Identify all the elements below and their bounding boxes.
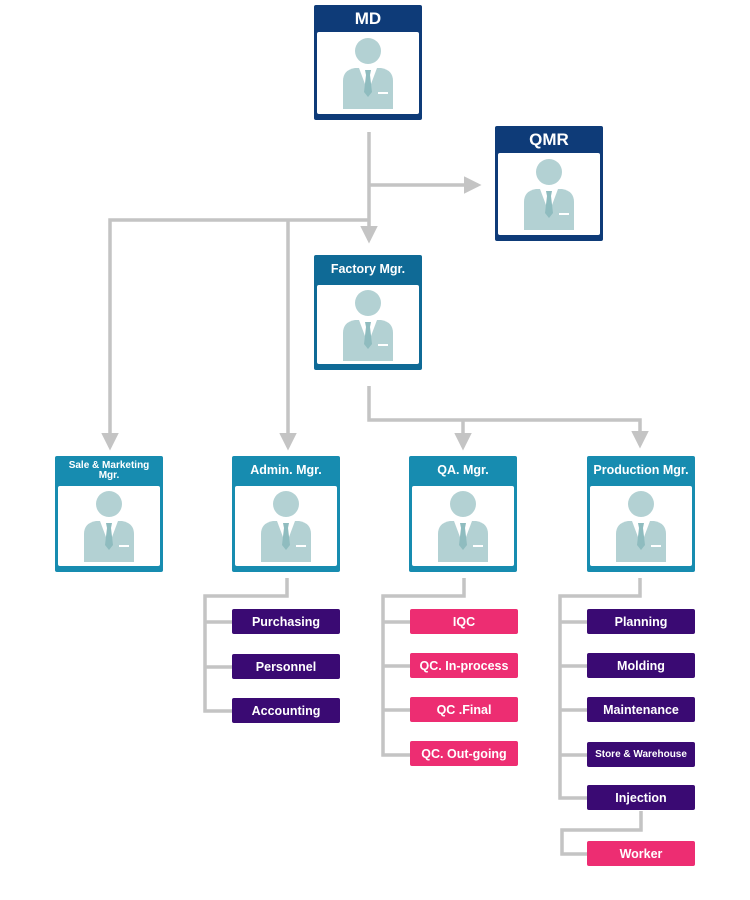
qmr-photo [498,153,600,235]
md-card: MD [314,5,422,120]
unit-iqc: IQC [410,609,518,634]
unit-personnel: Personnel [232,654,340,679]
qa-photo [412,486,514,566]
unit-planning: Planning [587,609,695,634]
unit-injection: Injection [587,785,695,810]
md-photo [317,32,419,114]
unit-purchasing: Purchasing [232,609,340,634]
admin-title: Admin. Mgr. [250,463,322,478]
md-title: MD [354,8,382,28]
qa-title: QA. Mgr. [437,463,489,478]
person-avatar-icon [438,491,488,562]
production-photo [590,486,692,566]
unit-molding: Molding [587,653,695,678]
sales-photo [58,486,160,566]
person-avatar-icon [343,289,393,361]
unit-accounting: Accounting [232,698,340,723]
person-avatar-icon [84,491,134,562]
admin-card: Admin. Mgr. [232,456,340,572]
factory-photo [317,285,419,364]
unit-store-warehouse: Store & Warehouse [587,742,695,767]
qa-card: QA. Mgr. [409,456,517,572]
unit-qc-final: QC .Final [410,697,518,722]
qmr-card: QMR [495,126,603,241]
person-avatar-icon [616,491,666,562]
unit-worker: Worker [587,841,695,866]
qmr-title: QMR [529,129,569,149]
unit-maintenance: Maintenance [587,697,695,722]
factory-title: Factory Mgr. [330,262,406,277]
person-avatar-icon [343,38,393,109]
admin-photo [235,486,337,566]
sales-title: Sale & Marketing Mgr. [68,459,150,481]
person-avatar-icon [261,491,311,562]
factory-card: Factory Mgr. [314,255,422,370]
sales-card: Sale & Marketing Mgr. [55,456,163,572]
production-title: Production Mgr. [593,463,689,478]
unit-qc-out-going: QC. Out-going [410,741,518,766]
unit-qc-in-process: QC. In-process [410,653,518,678]
person-avatar-icon [524,159,574,230]
production-card: Production Mgr. [587,456,695,572]
